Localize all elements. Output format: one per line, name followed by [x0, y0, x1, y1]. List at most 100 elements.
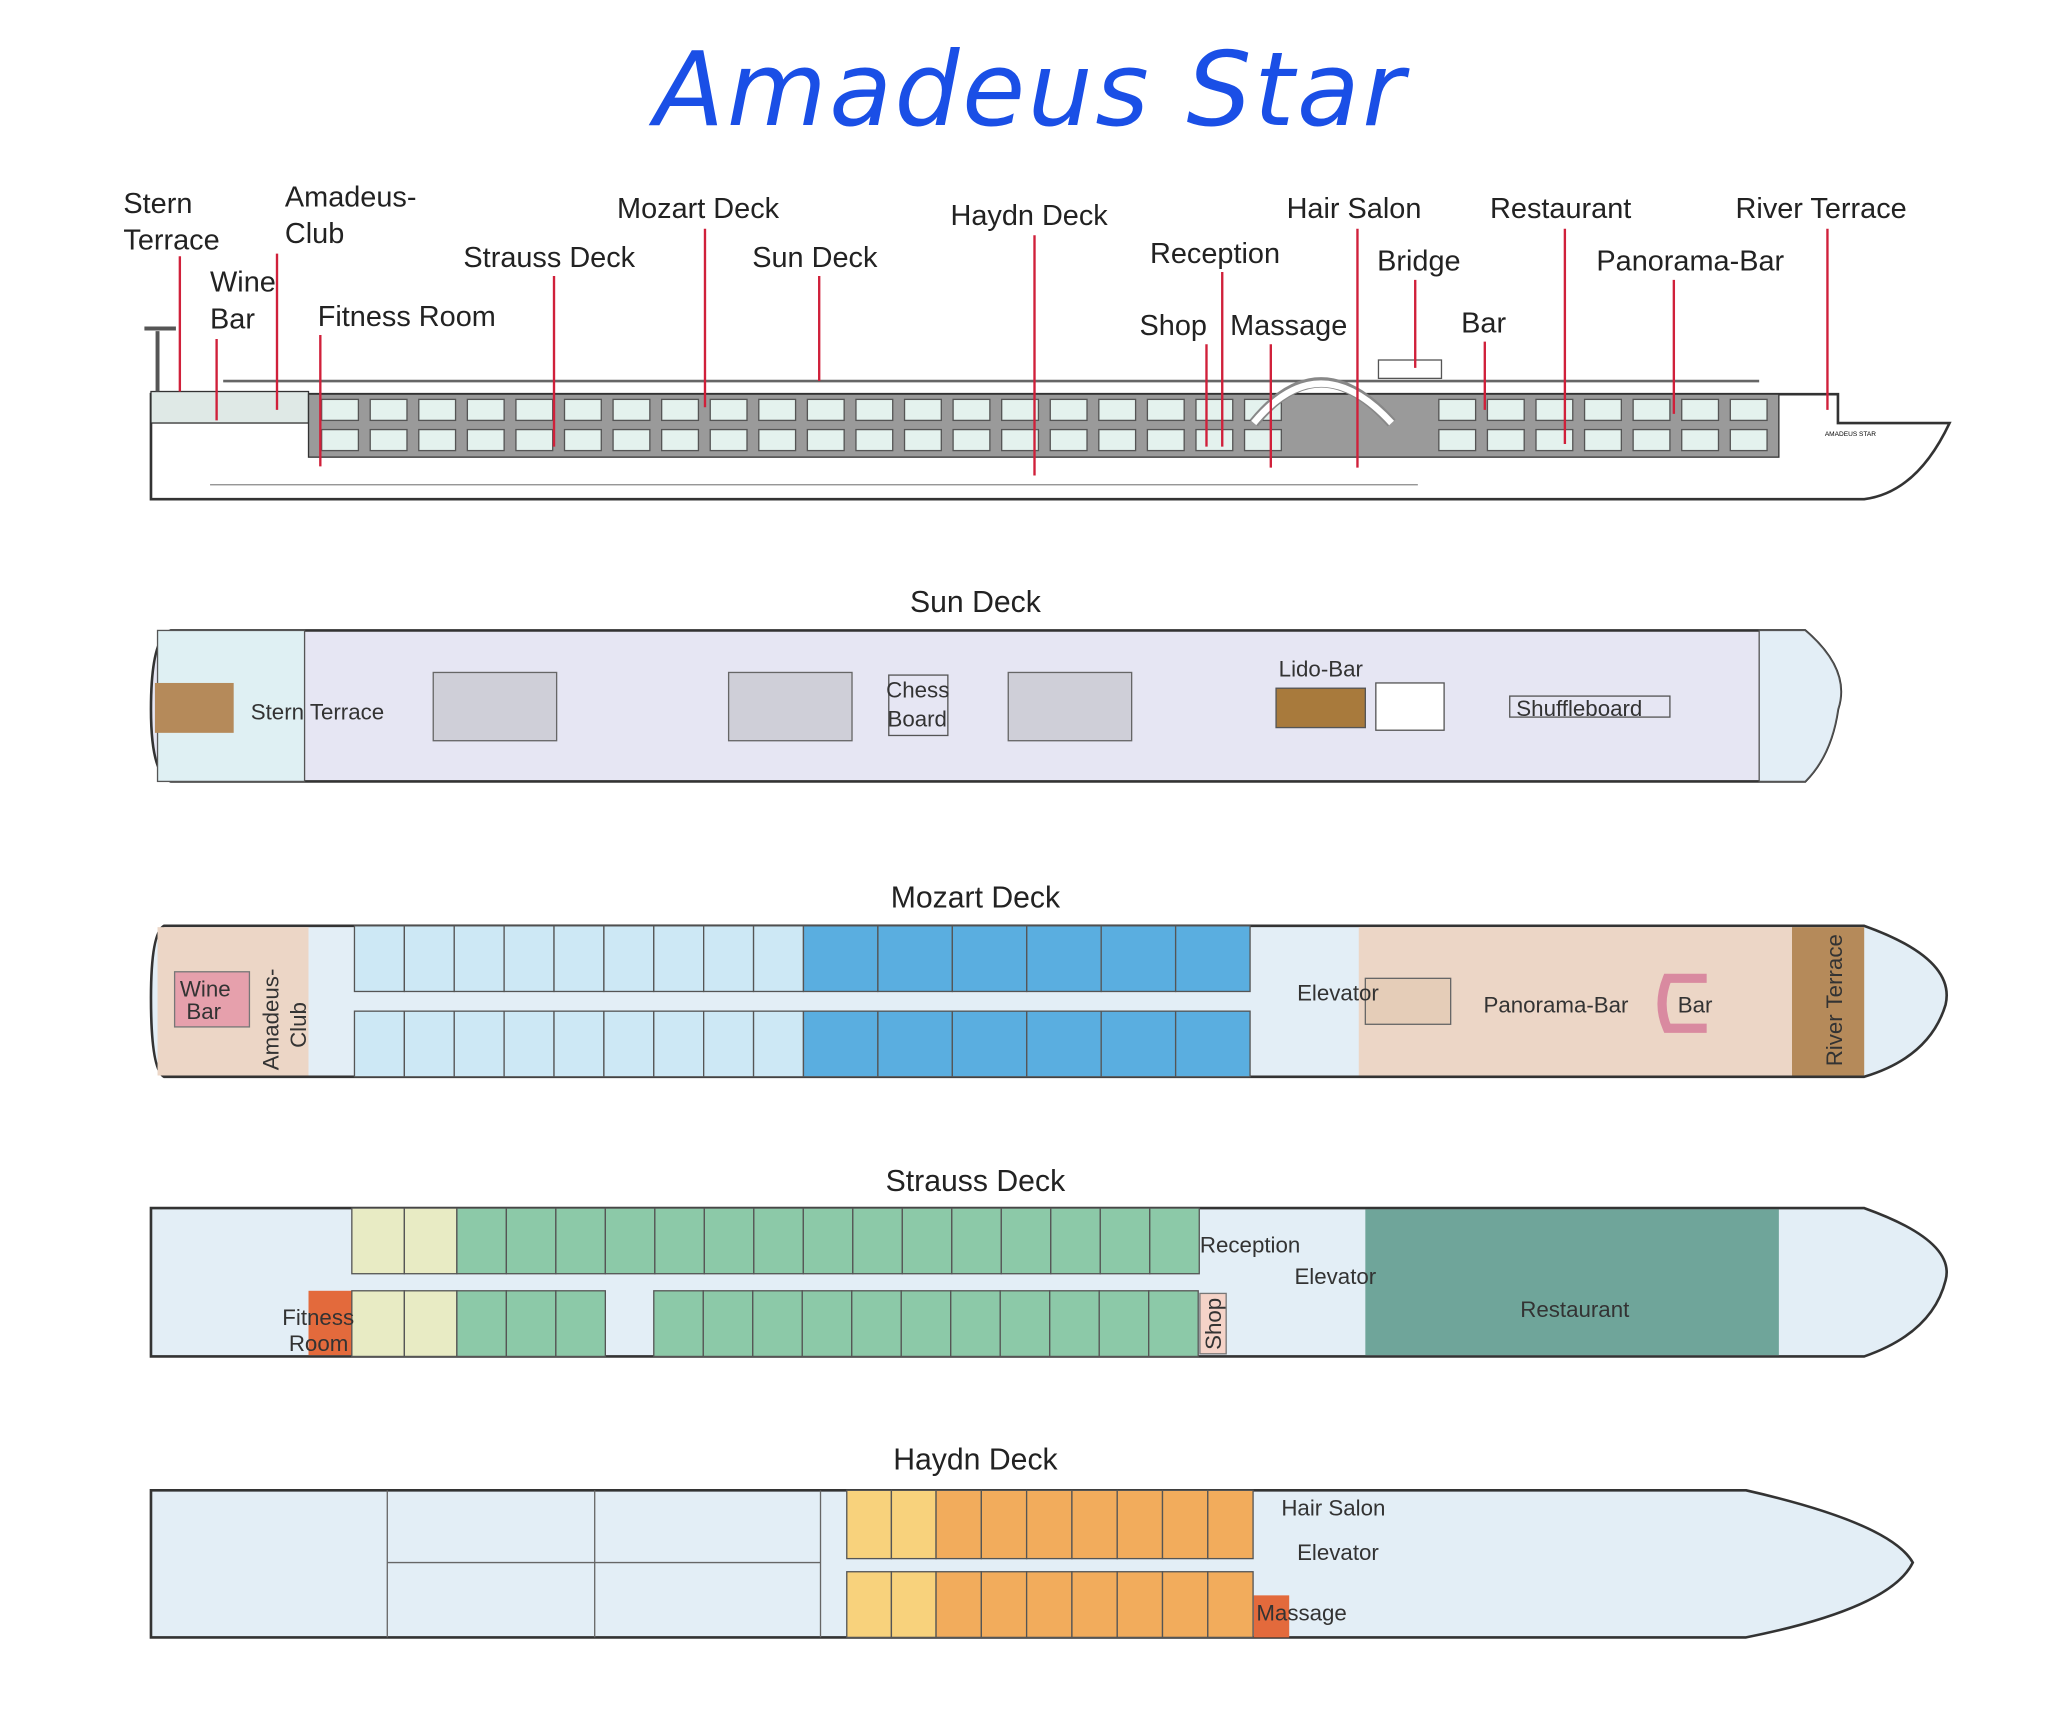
window [612, 398, 651, 422]
label-river-terrace: River Terrace [1736, 193, 1907, 225]
cabin-green [654, 1207, 705, 1275]
cabin-green [653, 1290, 704, 1358]
label-bar: Bar [1461, 307, 1506, 339]
cabin-dark-blue [1174, 925, 1251, 993]
cabin-green [1049, 1290, 1100, 1358]
cabin-green [456, 1207, 508, 1275]
window [320, 428, 360, 452]
label-fitness-room: Fitness Room [318, 301, 496, 333]
window [1486, 398, 1525, 422]
mozart-wine-bar-label-2: Bar [186, 999, 221, 1024]
cabin-orange [1161, 1571, 1209, 1639]
label-strauss-deck: Strauss Deck [463, 242, 635, 274]
haydn-deck-title: Haydn Deck [893, 1443, 1058, 1476]
mozart-deck-title: Mozart Deck [891, 881, 1061, 914]
cabin-orange [1161, 1489, 1209, 1560]
window [1583, 428, 1622, 452]
sun-stern-terrace-label: Stern Terrace [251, 700, 384, 725]
bow-area [1758, 629, 1842, 783]
mozart-elevator-label: Elevator [1297, 981, 1379, 1006]
window [1681, 398, 1720, 422]
cabin-green [951, 1207, 1002, 1275]
window [563, 398, 602, 422]
window [612, 428, 651, 452]
window [758, 428, 797, 452]
sun-deck-title: Sun Deck [910, 586, 1042, 619]
cabin-light-blue [553, 925, 605, 993]
cabin-green [900, 1290, 952, 1358]
window [903, 398, 942, 422]
label-hair-salon: Hair Salon [1287, 193, 1422, 225]
window [466, 428, 505, 452]
cabin-green [802, 1207, 854, 1275]
strauss-cabins [351, 1207, 1200, 1358]
side-profile: AMADEUS STAR [144, 326, 1952, 501]
cabin-yellow [890, 1571, 937, 1639]
haydn-hair-salon-label: Hair Salon [1281, 1495, 1385, 1520]
haydn-cabins [846, 1489, 1254, 1639]
mozart-panorama-bar-label: Panorama-Bar [1483, 992, 1629, 1017]
window [1001, 398, 1040, 422]
label-amadeus-club: Amadeus- [285, 181, 417, 213]
window [369, 428, 408, 452]
chess-label: Chess [886, 677, 949, 702]
cabin-green [703, 1207, 755, 1275]
cabin-orange [1025, 1489, 1073, 1560]
label-massage: Massage [1230, 310, 1347, 342]
window [320, 398, 360, 422]
cabin-green [555, 1207, 606, 1275]
cabin-dark-blue [951, 925, 1028, 993]
sun-canopy-2 [727, 671, 853, 742]
cabin-orange [980, 1571, 1028, 1639]
stern-glass [150, 390, 310, 424]
window [806, 428, 845, 452]
cabin-orange [1025, 1571, 1073, 1639]
shuffleboard-court [1509, 695, 1671, 718]
label-bridge: Bridge [1377, 246, 1460, 278]
strauss-fitness-label-2: Room [289, 1331, 348, 1356]
cabin-light-blue [503, 925, 555, 993]
cabin-green [753, 1207, 804, 1275]
label-stern-terrace-2: Terrace [123, 225, 219, 257]
cabin-orange [1116, 1571, 1164, 1639]
cabin-light-blue [553, 1010, 605, 1078]
bar-counter [1657, 973, 1707, 1033]
cabin-orange [980, 1489, 1028, 1560]
cabin-green [752, 1290, 803, 1358]
windows [320, 398, 1768, 452]
window [1243, 428, 1282, 452]
mozart-bar-label: Bar [1678, 992, 1713, 1017]
cabin-light-blue [453, 1010, 505, 1078]
window [1583, 398, 1622, 422]
window [1681, 428, 1720, 452]
haydn-elevator-label: Elevator [1297, 1540, 1379, 1565]
cabin-green [1000, 1207, 1052, 1275]
cabin-light-blue [353, 925, 406, 993]
cabin-dark-blue [1026, 925, 1102, 993]
cabin-orange [1207, 1489, 1254, 1560]
strauss-restaurant-label: Restaurant [1520, 1297, 1630, 1322]
strauss-deck-plan: Reception Elevator Shop Fitness Room Res… [149, 1206, 1948, 1358]
cabin-light-blue [603, 925, 655, 993]
cabin-green [999, 1290, 1051, 1358]
window [515, 398, 554, 422]
label-haydn-deck: Haydn Deck [950, 200, 1108, 232]
window [1535, 428, 1574, 452]
cabin-orange [1071, 1571, 1118, 1639]
haydn-deck-plan: Hair Salon Elevator Massage [149, 1489, 1915, 1639]
cabin-green [505, 1290, 557, 1358]
profile-labels: Stern Terrace Amadeus- Club Wine Bar Fit… [123, 181, 1907, 476]
cabin-green [851, 1290, 902, 1358]
cabin-green [456, 1290, 508, 1358]
cabin-dark-blue [1100, 925, 1177, 993]
cabin-yellow [351, 1207, 406, 1275]
haydn-massage-label: Massage [1256, 1600, 1346, 1625]
label-sun-deck: Sun Deck [752, 242, 878, 274]
cabin-light-blue [503, 1010, 555, 1078]
ship-name-hull: AMADEUS STAR [1825, 431, 1876, 438]
window [1535, 398, 1574, 422]
cabin-dark-blue [802, 1010, 879, 1078]
cabin-green [555, 1290, 606, 1358]
cabin-dark-blue [951, 1010, 1028, 1078]
